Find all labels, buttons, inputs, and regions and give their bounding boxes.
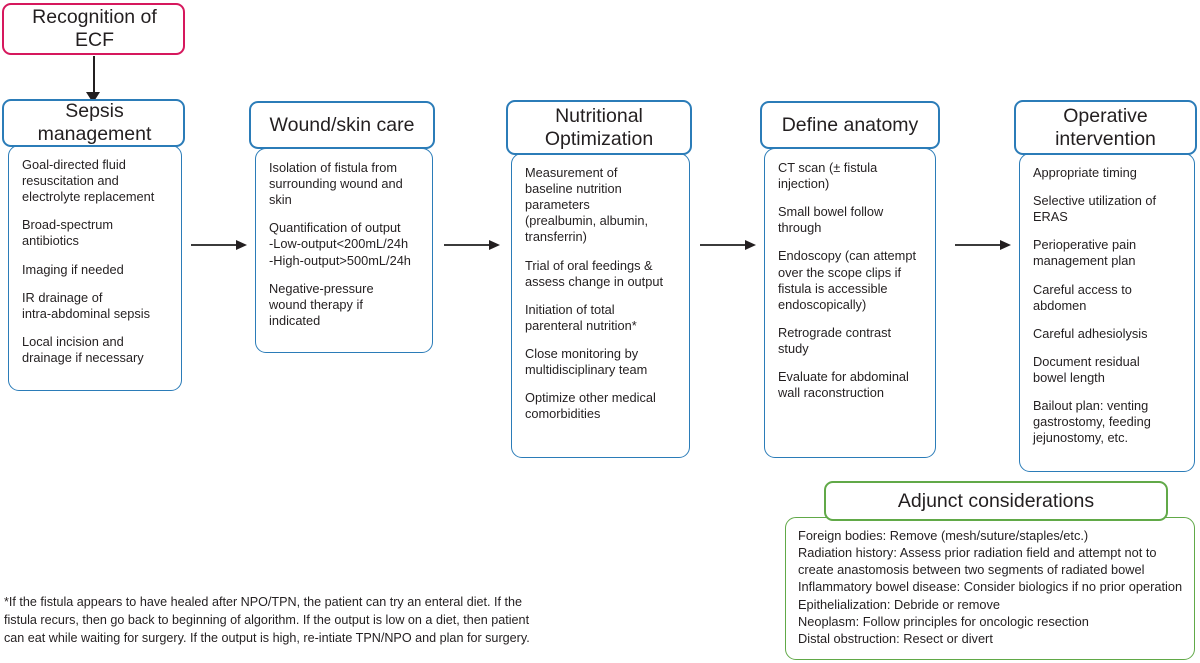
list-item: Broad-spectrum antibiotics	[22, 217, 114, 249]
node-adjunct-considerations-body: Foreign bodies: Remove (mesh/suture/stap…	[785, 517, 1195, 660]
node-operative-intervention-body: Appropriate timing Selective utilization…	[1019, 153, 1195, 472]
list-item: Document residual bowel length	[1033, 353, 1140, 385]
list-item: Quantification of output -Low-output<200…	[269, 220, 411, 268]
node-nutritional-optimization-body: Measurement of baseline nutrition parame…	[511, 153, 690, 458]
node-define-anatomy-body: CT scan (± fistula injection) Small bowe…	[764, 148, 936, 458]
list-item: Foreign bodies: Remove (mesh/suture/stap…	[798, 528, 1089, 543]
node-wound-skin-care-body: Isolation of fistula from surrounding wo…	[255, 148, 433, 353]
list-item: Careful access to abdomen	[1033, 281, 1132, 313]
list-item: Selective utilization of ERAS	[1033, 193, 1157, 225]
list-item: Careful adhesiolysis	[1033, 325, 1148, 341]
node-define-anatomy-label: Define anatomy	[781, 113, 919, 136]
list-item: Inflammatory bowel disease: Consider bio…	[798, 579, 1183, 595]
node-adjunct-considerations-header[interactable]: Adjunct considerations	[824, 481, 1168, 521]
list-item: Initiation of total parenteral nutrition…	[525, 301, 637, 333]
list-item: Isolation of fistula from surrounding wo…	[269, 160, 403, 208]
arrow-nutrition-to-anatomy	[700, 240, 756, 250]
list-item: Close monitoring by multidisciplinary te…	[525, 345, 648, 378]
node-adjunct-considerations-label: Adjunct considerations	[897, 489, 1095, 512]
list-item: Bailout plan: venting gastrostomy, feedi…	[1033, 398, 1151, 446]
node-recognition-of-ecf-label: Recognition of ECF	[32, 6, 157, 51]
arrow-start-to-sepsis-head	[86, 92, 100, 103]
node-nutritional-optimization-label: Nutritional Optimization	[544, 104, 654, 150]
list-item: Local incision and drainage if necessary	[22, 333, 144, 365]
node-wound-skin-care-label: Wound/skin care	[269, 113, 415, 136]
list-item: Small bowel follow through	[778, 204, 884, 236]
node-operative-intervention-label: Operative intervention	[1055, 104, 1156, 150]
list-item: Radiation history: Assess prior radiatio…	[798, 545, 1157, 578]
node-define-anatomy-header[interactable]: Define anatomy	[760, 101, 940, 149]
node-operative-intervention-header[interactable]: Operative intervention	[1014, 100, 1197, 155]
list-item: Measurement of baseline nutrition parame…	[525, 165, 649, 245]
list-item: Trial of oral feedings & assess change i…	[525, 257, 664, 289]
node-nutritional-optimization-header[interactable]: Nutritional Optimization	[506, 100, 692, 155]
list-item: Imaging if needed	[22, 261, 124, 277]
node-sepsis-management-header[interactable]: Sepsis management	[2, 99, 185, 147]
node-wound-skin-care-header[interactable]: Wound/skin care	[249, 101, 435, 149]
list-item: Negative-pressure wound therapy if indic…	[269, 280, 374, 328]
node-sepsis-management-body: Goal-directed fluid resuscitation and el…	[8, 145, 182, 391]
node-sepsis-management-label: Sepsis management	[37, 100, 152, 145]
list-item: Neoplasm: Follow principles for oncologi…	[798, 613, 1089, 629]
list-item: CT scan (± fistula injection)	[778, 160, 878, 192]
list-item: Epithelialization: Debride or remove	[798, 596, 1001, 612]
list-item: Endoscopy (can attempt over the scope cl…	[778, 248, 916, 312]
list-item: Retrograde contrast study	[778, 324, 892, 356]
footnote-text: *If the fistula appears to have healed a…	[4, 595, 530, 645]
arrow-anatomy-to-operative	[955, 240, 1011, 250]
list-item: Perioperative pain management plan	[1033, 237, 1137, 269]
arrow-wound-to-nutrition	[444, 240, 500, 250]
list-item: Appropriate timing	[1033, 165, 1137, 180]
list-item: IR drainage of intra-abdominal sepsis	[22, 289, 151, 321]
list-item: Evaluate for abdominal wall raconstructi…	[778, 369, 909, 401]
arrow-sepsis-to-wound	[191, 240, 247, 250]
list-item: Distal obstruction: Resect or divert	[798, 630, 993, 646]
node-recognition-of-ecf[interactable]: Recognition of ECF	[2, 3, 185, 55]
list-item: Goal-directed fluid resuscitation and el…	[22, 157, 155, 205]
arrow-start-to-sepsis-shaft	[93, 56, 95, 94]
list-item: Optimize other medical comorbidities	[525, 390, 656, 422]
